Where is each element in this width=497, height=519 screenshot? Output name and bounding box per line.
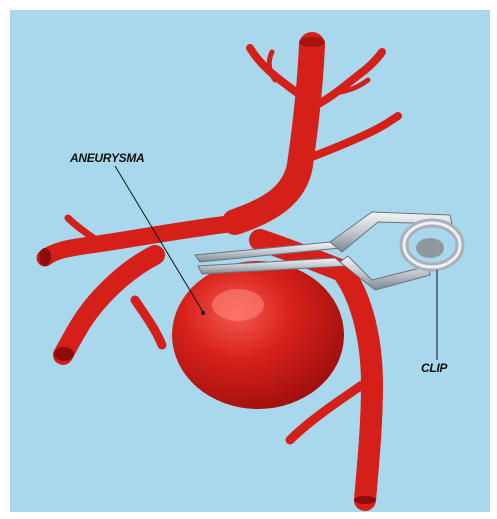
clip-label: CLIP bbox=[421, 361, 448, 375]
aneurysm-leader-dot bbox=[201, 311, 205, 315]
top-left-branch bbox=[250, 48, 300, 95]
aneurysm-sac bbox=[172, 261, 344, 409]
top-trunk-end bbox=[299, 37, 325, 47]
left-lower-vessel-end bbox=[54, 347, 74, 361]
small-lower-left-vessel bbox=[135, 300, 162, 345]
aneurysm-label: ANEURYSMA bbox=[69, 151, 144, 165]
bottom-vessel-end bbox=[354, 496, 376, 504]
aneurysm-highlight bbox=[212, 289, 264, 321]
top-left-twig bbox=[269, 52, 275, 80]
clip-spring-center bbox=[416, 238, 444, 258]
left-upper-vessel-end bbox=[39, 248, 51, 266]
left-small-branch bbox=[68, 218, 96, 240]
